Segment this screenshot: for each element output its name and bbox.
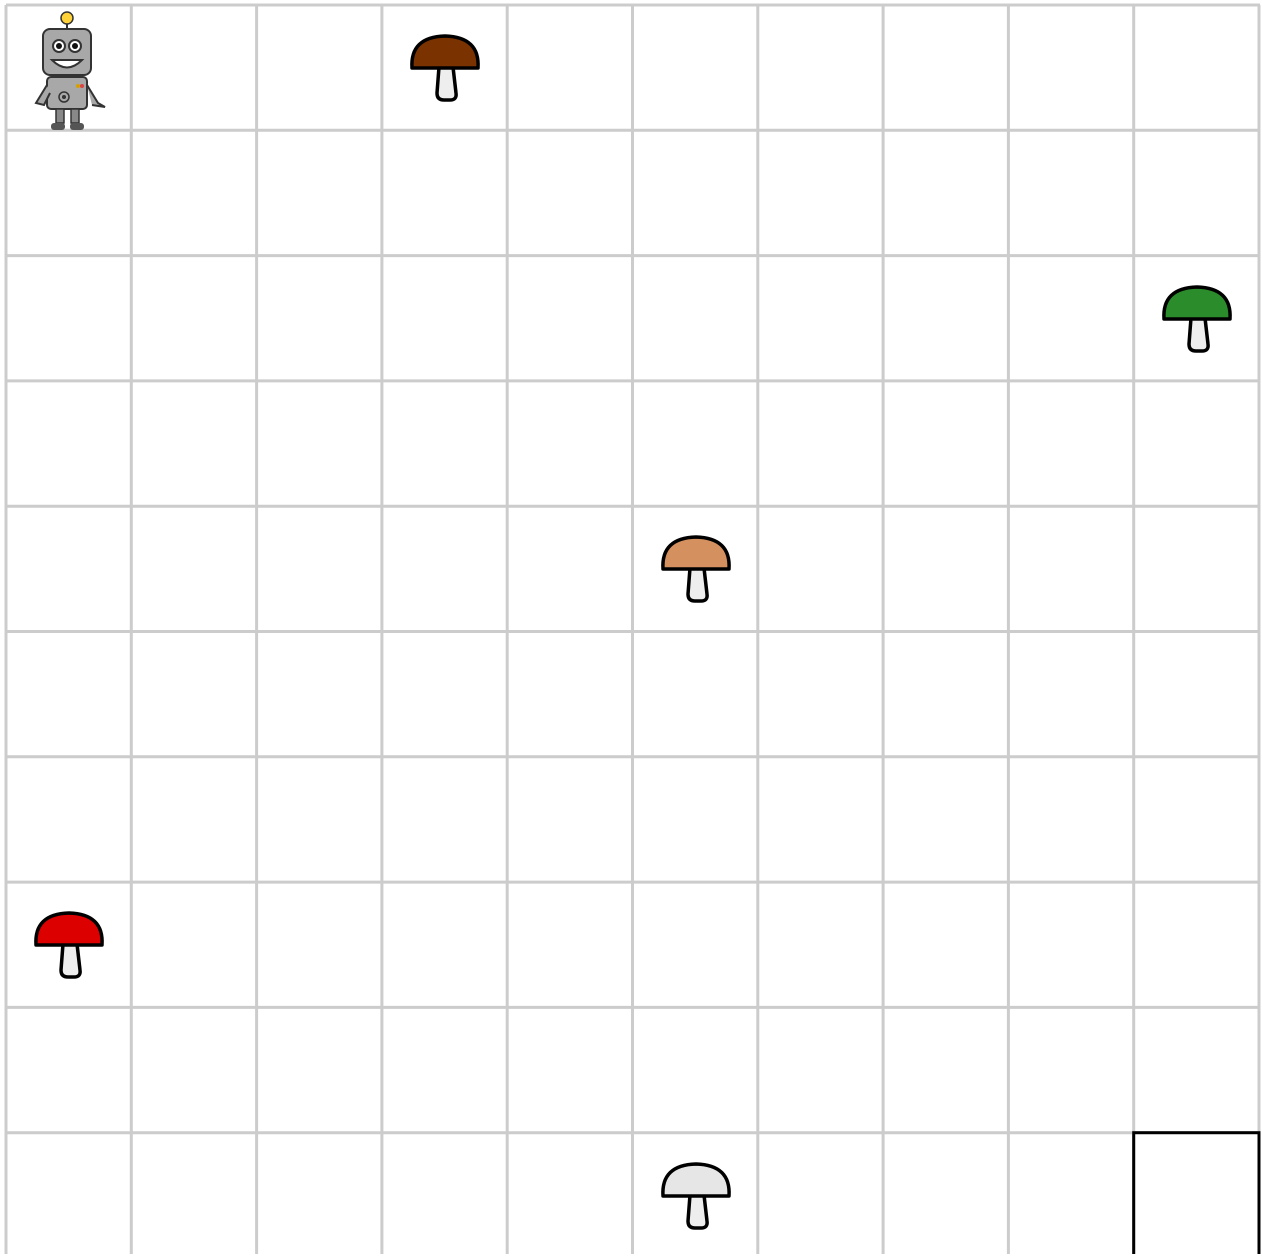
mushroom-red-icon	[6, 882, 131, 1007]
robot-icon	[6, 5, 131, 130]
mushroom-brown-icon	[382, 5, 507, 130]
mushroom-green-icon	[1134, 256, 1259, 381]
mushroom-white-icon	[633, 1133, 758, 1258]
mushroom-tan-icon	[633, 506, 758, 631]
goal-cell-outline	[1134, 1133, 1259, 1254]
